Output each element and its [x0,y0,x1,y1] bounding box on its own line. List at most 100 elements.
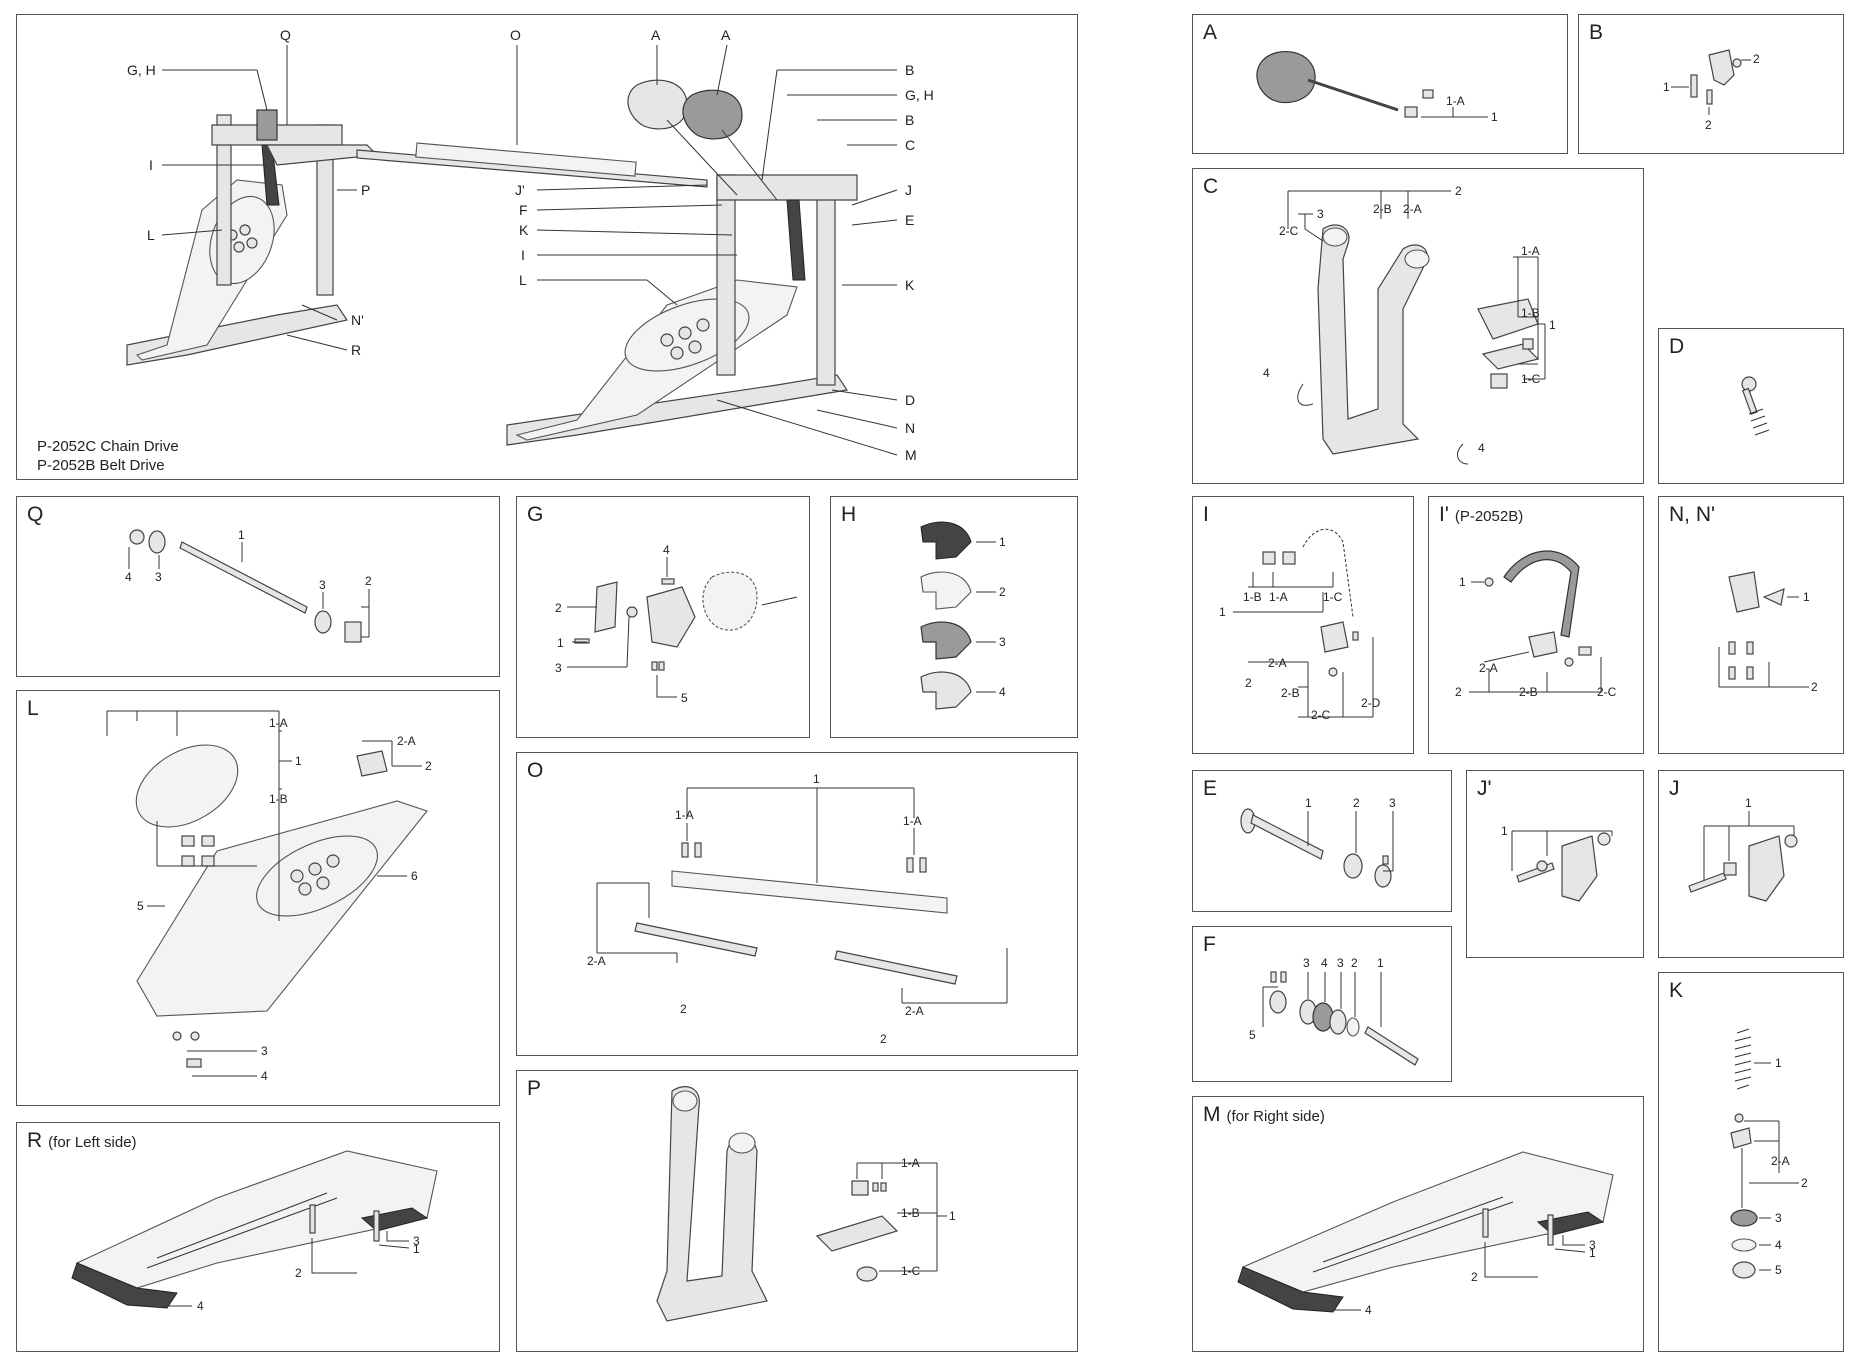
l-label-6: 6 [411,869,418,883]
c-label-2a: 2-A [1403,202,1422,216]
callout-a-1: A [651,27,661,43]
panel-m-title: M [1203,1103,1221,1126]
panel-nn: N, N' 1 2 [1658,496,1844,754]
panel-m: M(for Right side) 3 1 2 4 [1192,1096,1644,1352]
panel-d: D [1658,328,1844,484]
panel-b: B 1 2 2 [1578,14,1844,154]
l-label-1: 1 [295,754,302,768]
k-label-5: 5 [1775,1263,1782,1277]
panel-a-diagram: 1-A 1 [1256,51,1498,124]
f-label-2: 2 [1351,956,1358,970]
panel-b-title: B [1589,21,1604,44]
panel-a-title: A [1203,21,1218,44]
callout-b-2: B [905,112,914,128]
r-label-1: 1 [413,1242,420,1256]
f-label-1: 1 [1377,956,1384,970]
m-label-1: 1 [1589,1246,1596,1260]
panel-i: I 1-B 1-A 1-C 1 2-A 2 2-B 2-C 2-D [1192,496,1414,754]
panel-i-prime-title-wrap: I'(P-2052B) [1439,503,1523,527]
panel-o: O 1 1-A 1-A 2-A 2 2-A 2 [516,752,1078,1056]
j-prime-label-1: 1 [1501,824,1508,838]
panel-k-diagram: 1 2-A 2 3 4 5 [1730,1028,1808,1279]
panel-i-title: I [1203,503,1209,526]
g-label-4: 4 [663,543,670,557]
panel-m-title-wrap: M(for Right side) [1203,1103,1325,1127]
c-label-4a: 4 [1263,366,1270,380]
panel-q-title: Q [27,503,44,526]
panel-k: K 1 2-A 2 3 4 5 [1658,972,1844,1352]
g-label-3: 3 [555,661,562,675]
a-label-1: 1 [1491,110,1498,124]
k-label-2: 2 [1801,1176,1808,1190]
panel-l-diagram: 1-A 1 1-B 2-A 2 6 5 3 4 [106,710,432,1083]
p-label-1c: 1-C [901,1264,921,1278]
panel-f-diagram: 3 4 3 2 1 5 [1249,956,1419,1066]
panel-i-prime-title: I' [1439,503,1449,526]
c-label-4b: 4 [1478,441,1485,455]
o-label-2a-right: 2-A [905,1004,924,1018]
right-pedal-drawing [506,79,858,446]
e-label-3: 3 [1389,796,1396,810]
m-label-2: 2 [1471,1270,1478,1284]
callout-j-prime: J' [515,182,525,198]
r-label-2: 2 [295,1266,302,1280]
callout-p: P [361,182,370,198]
panel-r-title: R [27,1129,43,1152]
e-label-1: 1 [1305,796,1312,810]
panel-nn-title: N, N' [1669,503,1716,526]
callout-gh-right: G, H [905,87,934,103]
overview-diagram: G, H Q I L P N' R O A A B G, H B C J' F … [126,27,934,463]
p-label-1b: 1-B [901,1206,920,1220]
panel-a: A 1-A 1 [1192,14,1568,154]
panel-b-diagram: 1 2 2 [1663,49,1760,132]
i-label-2: 2 [1245,676,1252,690]
f-label-3b: 3 [1337,956,1344,970]
panel-j-prime-diagram: 1 [1501,824,1613,902]
b-label-2a: 2 [1753,52,1760,66]
panel-d-diagram [1741,376,1770,436]
q-label-4: 4 [125,570,132,584]
panel-h-diagram: 1 2 3 4 [920,521,1006,710]
panel-g-diagram: 4 2 1 3 5 [555,543,798,705]
k-label-4: 4 [1775,1238,1782,1252]
panel-e-diagram: 1 2 3 [1240,796,1396,888]
panel-r-subtitle: (for Left side) [48,1134,137,1151]
panel-q-diagram: 1 4 3 3 2 [125,528,372,643]
callout-l-left: L [147,227,155,243]
l-label-1a: 1-A [269,716,288,730]
p-label-1a: 1-A [901,1156,920,1170]
panel-k-title: K [1669,979,1684,1002]
i-prime-label-2b: 2-B [1519,685,1538,699]
a-label-1a: 1-A [1446,94,1465,108]
model-names: P-2052C Chain Drive P-2052B Belt Drive [37,437,179,475]
i-prime-label-2: 2 [1455,685,1462,699]
callout-l-right: L [519,272,527,288]
r-label-3: 3 [413,1234,420,1248]
o-label-1a-right: 1-A [903,814,922,828]
m-label-4: 4 [1365,1303,1372,1317]
i-label-1b: 1-B [1243,590,1262,604]
i-prime-label-2c: 2-C [1597,685,1617,699]
panel-e-title: E [1203,777,1218,800]
callout-j: J [905,182,912,198]
f-label-5: 5 [1249,1028,1256,1042]
panel-nn-diagram: 1 2 [1718,571,1818,694]
overview-leaders [161,44,898,456]
i-prime-label-2a: 2-A [1479,661,1498,675]
o-label-2-left: 2 [680,1002,687,1016]
callout-m: M [905,447,917,463]
k-label-3: 3 [1775,1211,1782,1225]
panel-r-title-wrap: R (for Left side) [27,1129,137,1153]
panel-l: L 1-A 1 1-B 2-A 2 6 5 3 4 [16,690,500,1106]
callout-f: F [519,202,528,218]
callout-gh-left: G, H [127,62,156,78]
model-belt-drive: P-2052B Belt Drive [37,457,165,474]
l-label-1b: 1-B [269,792,288,806]
panel-h: H 1 2 3 4 [830,496,1078,738]
panel-c-diagram: 2 3 2-B 2-A 2-C 1-A 1-B 1 4 1-C 4 [1263,184,1556,465]
panel-j: J 1 [1658,770,1844,958]
g-label-1: 1 [557,636,564,650]
i-label-2a: 2-A [1268,656,1287,670]
p-label-1: 1 [949,1209,956,1223]
connecting-rod-drawing [356,142,708,188]
